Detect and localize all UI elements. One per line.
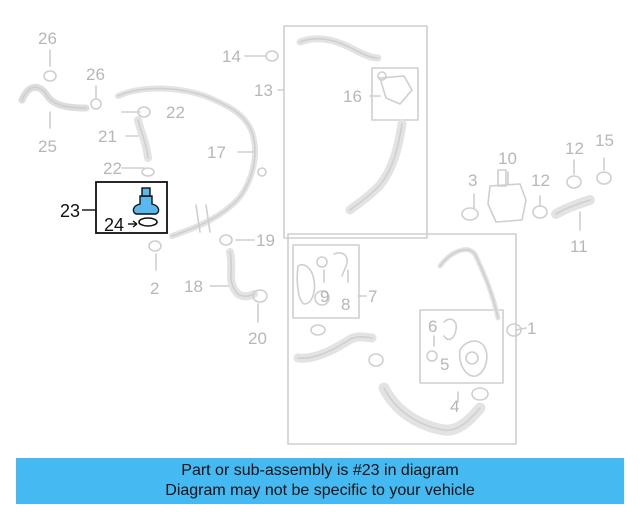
box-23	[95, 181, 168, 234]
callout-11: 11	[570, 237, 588, 256]
callout-17: 17	[207, 143, 226, 162]
fitting-16	[379, 75, 413, 105]
callout-22-upper: 22	[166, 103, 185, 122]
callout-18: 18	[184, 277, 203, 296]
hose-13-lower	[345, 119, 407, 215]
fitting-9	[296, 264, 316, 305]
callout-12-left: 12	[531, 171, 550, 190]
info-banner: Part or sub-assembly is #23 in diagram D…	[16, 458, 624, 504]
callout-24: 24	[104, 215, 125, 235]
banner-line-2: Diagram may not be specific to your vehi…	[165, 482, 475, 499]
box-5	[419, 309, 504, 384]
callout-21: 21	[98, 127, 117, 146]
callout-8: 8	[341, 295, 351, 314]
callout-16: 16	[343, 87, 362, 106]
callout-1: 1	[527, 319, 537, 338]
clamp-14	[265, 50, 279, 62]
clamp-2	[148, 240, 162, 252]
callout-7: 7	[368, 287, 378, 306]
valve-23-icon	[132, 195, 160, 215]
box-7	[292, 244, 360, 319]
clamp-3	[461, 207, 479, 221]
clamp-12-right	[566, 175, 582, 189]
gasket-8	[333, 252, 349, 277]
callout-22-lower: 22	[103, 159, 122, 178]
callout-5: 5	[440, 355, 450, 374]
callout-3: 3	[468, 171, 478, 190]
callout-26-right: 26	[86, 65, 105, 84]
callout-23: 23	[60, 201, 81, 221]
callout-20: 20	[248, 329, 267, 348]
callout-13: 13	[254, 81, 273, 100]
banner-line-1: Part or sub-assembly is #23 in diagram	[181, 462, 459, 479]
callout-14: 14	[222, 47, 241, 66]
callout-4: 4	[450, 397, 460, 416]
clamp-19	[219, 234, 233, 246]
clamp-15	[596, 171, 612, 185]
part-23-highlight	[82, 181, 168, 234]
callout-26-left: 26	[38, 29, 57, 48]
callout-15: 15	[595, 131, 614, 150]
o-ring-24-icon	[138, 217, 158, 227]
callout-6: 6	[428, 317, 438, 336]
pipe-upper	[437, 247, 501, 321]
box-16	[371, 67, 419, 121]
clamp-22-lower	[141, 167, 155, 177]
callout-19: 19	[256, 231, 275, 250]
box-13	[283, 25, 428, 239]
callout-10: 10	[498, 149, 517, 168]
callout-9: 9	[320, 287, 330, 306]
callout-12-right: 12	[565, 139, 584, 158]
clamp-12-left	[532, 205, 548, 219]
box-1	[287, 233, 517, 445]
callout-25: 25	[38, 137, 57, 156]
hose-4	[378, 382, 486, 436]
clamp-26	[43, 70, 57, 82]
clamp-20	[252, 289, 268, 303]
housing-10	[487, 183, 527, 223]
gasket-6	[443, 318, 458, 341]
callout-2: 2	[150, 279, 160, 298]
hose-25	[18, 83, 90, 112]
housing-5	[458, 340, 488, 377]
